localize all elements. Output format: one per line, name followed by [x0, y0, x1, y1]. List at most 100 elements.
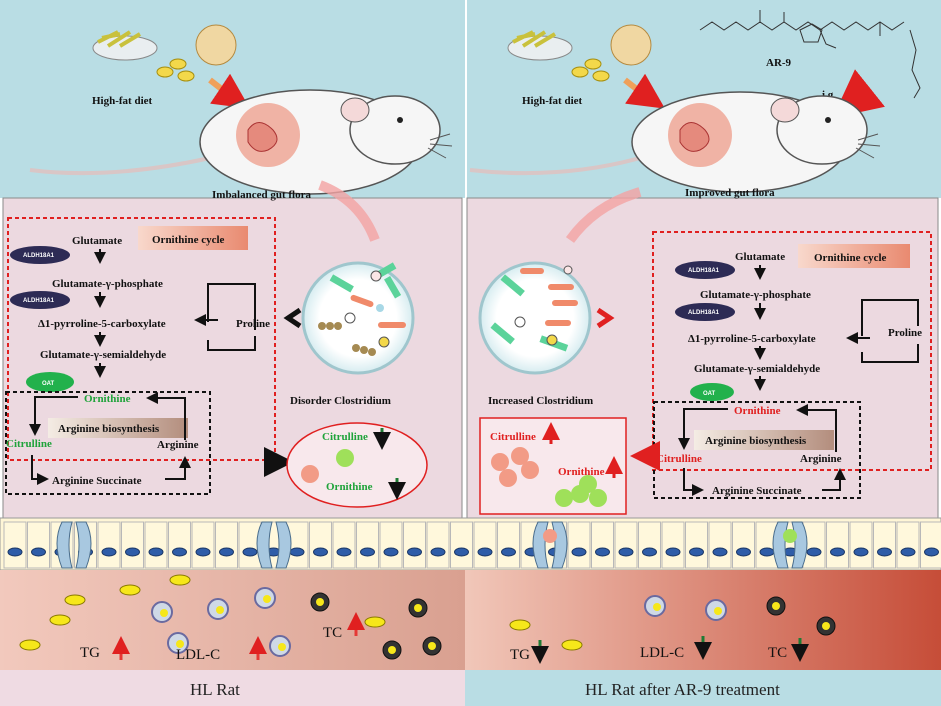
- route-label: i.g: [822, 89, 834, 101]
- blood-ldl-left: LDL-C: [176, 647, 220, 663]
- cell-nucleus: [454, 547, 469, 557]
- result-citrulline-left: Citrulline: [322, 431, 368, 443]
- transporter-channels: [56, 521, 808, 569]
- dish-label-right: Increased Clostridium: [488, 395, 593, 407]
- cell-nucleus: [31, 547, 46, 557]
- petri-dish-left: [301, 261, 415, 375]
- ar9-molecule-icon: [699, 10, 921, 99]
- tg-particle: [119, 584, 141, 596]
- epithelial-cell: [896, 521, 920, 569]
- footer-right: [465, 670, 941, 706]
- enzyme-label: ALDH18A1: [23, 253, 55, 259]
- flora-arrow-right: [565, 187, 642, 243]
- metabolite-succinate: Arginine Succinate: [52, 475, 142, 487]
- epithelial-cell: [920, 521, 941, 569]
- epithelial-cell: [215, 521, 238, 569]
- blood-tc-left: TC: [323, 625, 342, 641]
- epithelial-cell: [614, 521, 638, 569]
- cell-nucleus: [689, 547, 704, 557]
- epithelial-cell: [403, 521, 426, 569]
- epithelial-cell: [309, 521, 332, 569]
- diet-arrow-right: [623, 73, 665, 109]
- arginine-biosynthesis-label-left: Arginine biosynthesis: [58, 423, 160, 435]
- epithelial-cell: [661, 521, 685, 569]
- tg-particle: [169, 574, 191, 586]
- epithelial-cell: [450, 521, 473, 569]
- epithelial-cell: [426, 521, 450, 569]
- ornithine-dot: [301, 465, 319, 483]
- dish-label-left: Disorder Clostridium: [290, 395, 391, 407]
- cell-nucleus: [219, 547, 234, 557]
- metabolite-glutamate: Glutamate: [735, 251, 785, 263]
- ornithine-cycle-box-right: [652, 231, 932, 471]
- epithelial-cell: [97, 521, 121, 569]
- metabolite-g-phosphate: Glutamate-γ-phosphate: [700, 289, 811, 301]
- cell-nucleus: [101, 547, 117, 557]
- ornithine-cycle-label-right: Ornithine cycle: [814, 252, 887, 264]
- epithelial-cell: [732, 521, 755, 569]
- proline-loop: [207, 283, 256, 351]
- enzyme-badge: [10, 246, 70, 264]
- ornithine-cycle-banner-left: [138, 226, 248, 250]
- cell-nucleus: [877, 547, 892, 557]
- epithelial-cell: [708, 521, 732, 569]
- cell-nucleus: [501, 547, 516, 557]
- epithelial-cell: [168, 521, 191, 569]
- cell-nucleus: [242, 547, 258, 557]
- cell-nucleus: [148, 547, 164, 557]
- ornithine-cycle-box-left: [7, 217, 276, 461]
- cell-nucleus: [595, 547, 610, 557]
- result-ornithine-left: Ornithine: [326, 481, 373, 493]
- flora-label-left: Imbalanced gut flora: [212, 189, 312, 201]
- epithelial-cell: [144, 521, 168, 569]
- cell-nucleus: [924, 547, 939, 557]
- ornithine-cycle-banner-right: [798, 244, 910, 268]
- oat-label: OAT: [42, 381, 55, 387]
- chevron-right-icon: [596, 307, 615, 329]
- metabolite-succinate: Arginine Succinate: [712, 485, 802, 497]
- cell-nucleus: [806, 547, 822, 557]
- epithelial-cell: [873, 521, 896, 569]
- drug-label: AR-9: [766, 57, 792, 69]
- epithelial-cell: [567, 521, 591, 569]
- cell-nucleus: [195, 547, 211, 557]
- epithelial-cell: [826, 521, 849, 569]
- cell-nucleus: [289, 547, 305, 557]
- tg-particle: [509, 619, 531, 631]
- arginine-biosynthesis-label-right: Arginine biosynthesis: [705, 435, 807, 447]
- oat-label: OAT: [703, 391, 716, 397]
- chevron-left-icon: [283, 307, 302, 329]
- petri-dish-right: [478, 261, 592, 375]
- epithelial-cell: [591, 521, 614, 569]
- enzyme-label: ALDH18A1: [688, 268, 720, 274]
- metabolite-citrulline: Citrulline: [6, 438, 52, 450]
- arginine-biosynthesis-banner-left: [48, 418, 188, 438]
- ornithine-cycle-label-left: Ornithine cycle: [152, 234, 225, 246]
- tg-particle: [561, 639, 583, 651]
- metabolite-p5c: Δ1-pyrroline-5-carboxylate: [688, 333, 816, 345]
- blood-ldl-right: LDL-C: [640, 645, 684, 661]
- cell-nucleus: [7, 547, 23, 557]
- oat-badge: [26, 372, 74, 392]
- epithelial-cell: [3, 521, 27, 569]
- food-right: [507, 24, 652, 82]
- cell-nucleus: [430, 547, 446, 557]
- epithelial-cell: [497, 521, 520, 569]
- cell-nucleus: [736, 547, 751, 557]
- arginine-box-left: [5, 391, 211, 495]
- cell-nucleus: [665, 547, 681, 557]
- result-citrulline-right: Citrulline: [490, 431, 536, 443]
- epithelial-cell: [191, 521, 215, 569]
- footer-left: [0, 670, 465, 706]
- enzyme-badge: [10, 291, 70, 309]
- cell-nucleus: [571, 547, 587, 557]
- metabolite-ornithine: Ornithine: [84, 393, 131, 405]
- diet-arrow-left: [208, 73, 250, 109]
- metabolite-g-semialdehyde: Glutamate-γ-semialdehyde: [694, 363, 820, 375]
- cell-nucleus: [853, 547, 869, 557]
- blood-lipids: [19, 574, 836, 660]
- metabolite-arginine: Arginine: [800, 453, 842, 465]
- epithelial-cell: [356, 521, 379, 569]
- cell-nucleus: [336, 547, 352, 557]
